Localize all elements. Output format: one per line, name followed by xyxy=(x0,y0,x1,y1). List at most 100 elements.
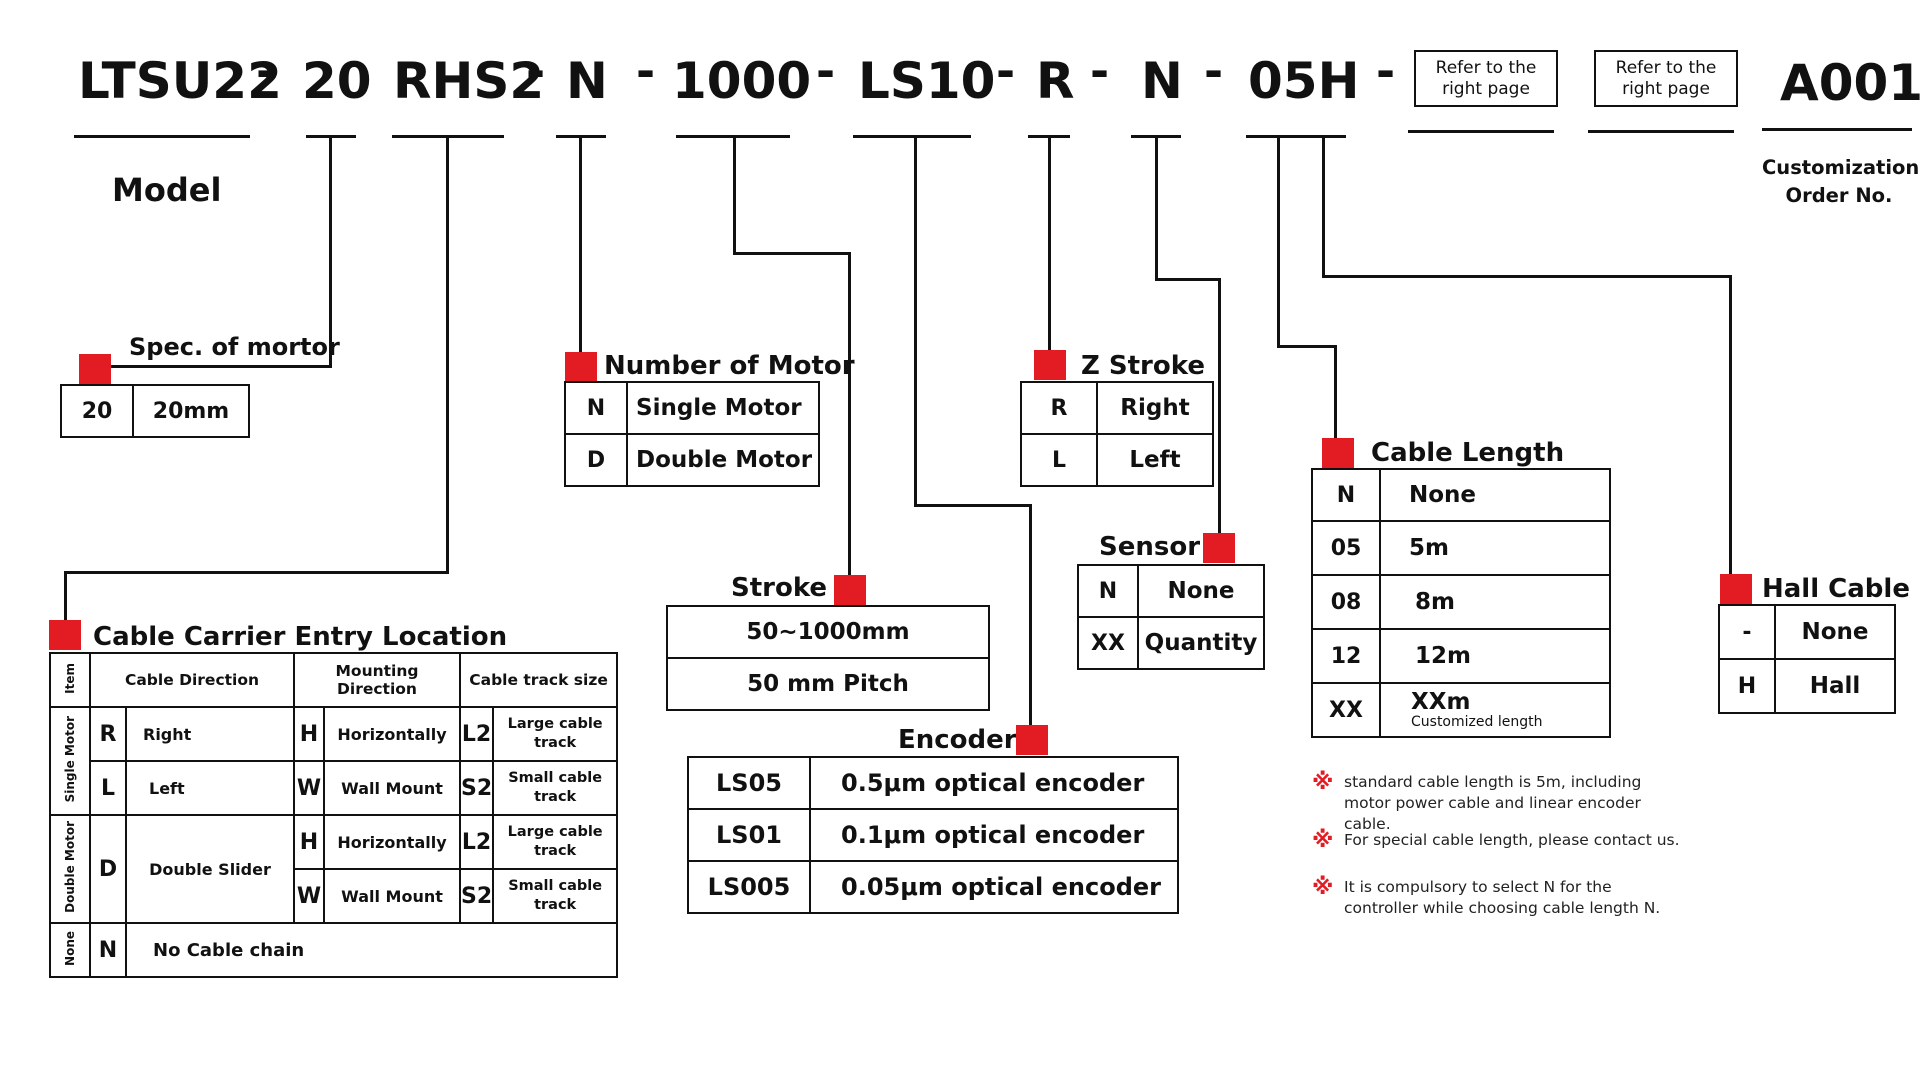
note-mark-icon: ※ xyxy=(1312,875,1334,900)
hall-code: - xyxy=(1718,604,1776,660)
mounting-label: Horizontally xyxy=(323,814,461,870)
z-stroke-code: L xyxy=(1020,433,1098,487)
model-code-z-stroke: R xyxy=(1036,52,1075,110)
hall-label: Hall xyxy=(1774,658,1896,714)
connector-line xyxy=(1048,135,1051,350)
red-marker xyxy=(1720,574,1752,604)
encoder-code: LS05 xyxy=(687,756,811,810)
cable-code: 12 xyxy=(1311,628,1381,684)
connector-line xyxy=(1029,504,1032,728)
direction-code: L xyxy=(89,760,127,816)
group-label: None xyxy=(63,930,77,966)
mounting-code: H xyxy=(293,706,325,762)
direction-label: Left xyxy=(125,760,295,816)
table-row: LS005 0.05μm optical encoder xyxy=(687,860,1179,914)
model-code-encoder: LS10 xyxy=(858,52,996,110)
cable-code: 05 xyxy=(1311,520,1381,576)
connector-line xyxy=(579,135,582,355)
motor-label: Double Motor xyxy=(626,433,820,487)
sensor-label: Quantity xyxy=(1137,616,1265,670)
underline xyxy=(1588,130,1734,133)
model-code-series: LTSU22 xyxy=(78,52,282,110)
cable-label: 8m xyxy=(1379,574,1611,630)
cable-label: XXm xyxy=(1411,688,1471,715)
table-row: N None xyxy=(1077,564,1265,618)
table-row: LS01 0.1μm optical encoder xyxy=(687,808,1179,862)
encoder-code: LS01 xyxy=(687,808,811,862)
underline xyxy=(1408,130,1554,133)
connector-line xyxy=(96,365,332,368)
direction-label: Right xyxy=(125,706,295,762)
encoder-table: LS05 0.5μm optical encoder LS01 0.1μm op… xyxy=(687,756,1179,914)
track-code: S2 xyxy=(458,868,495,924)
track-label: Small cable track xyxy=(492,868,619,924)
hall-cable-table: - None H Hall xyxy=(1718,604,1896,714)
red-marker xyxy=(1016,725,1048,755)
red-marker xyxy=(1034,350,1066,380)
spec-value: 20mm xyxy=(132,384,250,438)
connector-line xyxy=(64,571,67,621)
sensor-table: N None XX Quantity xyxy=(1077,564,1265,670)
number-of-motor-title: Number of Motor xyxy=(604,351,855,381)
model-code-stroke: 1000 xyxy=(672,52,812,110)
cable-label: 12m xyxy=(1379,628,1611,684)
cable-code: XX xyxy=(1311,682,1381,738)
red-marker xyxy=(1322,438,1354,468)
table-row: 50~1000mm xyxy=(666,605,990,659)
separator: - xyxy=(996,44,1016,98)
separator: - xyxy=(636,44,656,98)
z-stroke-table: R Right L Left xyxy=(1020,381,1214,487)
track-code: L2 xyxy=(458,706,495,762)
model-code-sensor: N xyxy=(1141,52,1183,110)
customization-code: A001 xyxy=(1780,54,1920,112)
model-code-motor-count: N xyxy=(566,52,608,110)
red-marker xyxy=(1203,533,1235,563)
z-stroke-label: Left xyxy=(1096,433,1214,487)
connector-line xyxy=(329,135,332,368)
table-row: L Left W Wall Mount S2 Small cable track xyxy=(50,760,619,816)
header-cable-direction: Cable Direction xyxy=(89,652,295,708)
encoder-label: 0.1μm optical encoder xyxy=(809,808,1179,862)
table-row: Double Motor D Double Slider H Horizonta… xyxy=(49,814,619,924)
underline xyxy=(1762,128,1912,131)
table-row: H Hall xyxy=(1718,658,1896,714)
sensor-label: None xyxy=(1137,564,1265,618)
encoder-label: 0.05μm optical encoder xyxy=(809,860,1179,914)
hall-code: H xyxy=(1718,658,1776,714)
table-row: 50 mm Pitch xyxy=(666,657,990,711)
group-none: None xyxy=(49,922,91,978)
none-code: N xyxy=(89,922,127,978)
z-stroke-code: R xyxy=(1020,381,1098,435)
connector-line xyxy=(914,504,1032,507)
cable-length-title: Cable Length xyxy=(1371,438,1565,468)
encoder-label: 0.5μm optical encoder xyxy=(809,756,1179,810)
table-row: None N No Cable chain xyxy=(49,922,619,978)
spec-motor-title: Spec. of mortor xyxy=(129,333,340,361)
cable-custom-cell: XXm Customized length xyxy=(1379,682,1611,738)
connector-line xyxy=(1277,135,1280,348)
red-marker xyxy=(49,620,81,650)
connector-line xyxy=(1218,278,1221,534)
note-mark-icon: ※ xyxy=(1312,770,1334,795)
red-marker xyxy=(834,575,866,605)
note-1: standard cable length is 5m, including m… xyxy=(1344,773,1642,833)
z-stroke-label: Right xyxy=(1096,381,1214,435)
connector-line xyxy=(733,135,736,255)
table-row: LS05 0.5μm optical encoder xyxy=(687,756,1179,810)
table-row: 08 8m xyxy=(1311,574,1611,630)
mounting-code: H xyxy=(293,814,325,870)
table-row: Item Cable Direction Mounting Direction … xyxy=(49,652,619,708)
table-row: Single Motor R Right H Horizontally L2 L… xyxy=(49,706,619,816)
connector-line xyxy=(1322,135,1325,278)
table-row: XX Quantity xyxy=(1077,616,1265,670)
motor-label: Single Motor xyxy=(626,381,820,435)
hall-cable-title: Hall Cable xyxy=(1762,574,1910,604)
note-3: It is compulsory to select N for the con… xyxy=(1344,878,1661,917)
track-label: Large cable track xyxy=(492,814,619,870)
direction-label: Double Slider xyxy=(125,814,295,924)
sensor-code: XX xyxy=(1077,616,1139,670)
header-mounting-direction: Mounting Direction xyxy=(293,652,461,708)
cable-carrier-table: Item Cable Direction Mounting Direction … xyxy=(49,652,619,978)
separator: - xyxy=(256,44,276,98)
motor-code: D xyxy=(564,433,628,487)
